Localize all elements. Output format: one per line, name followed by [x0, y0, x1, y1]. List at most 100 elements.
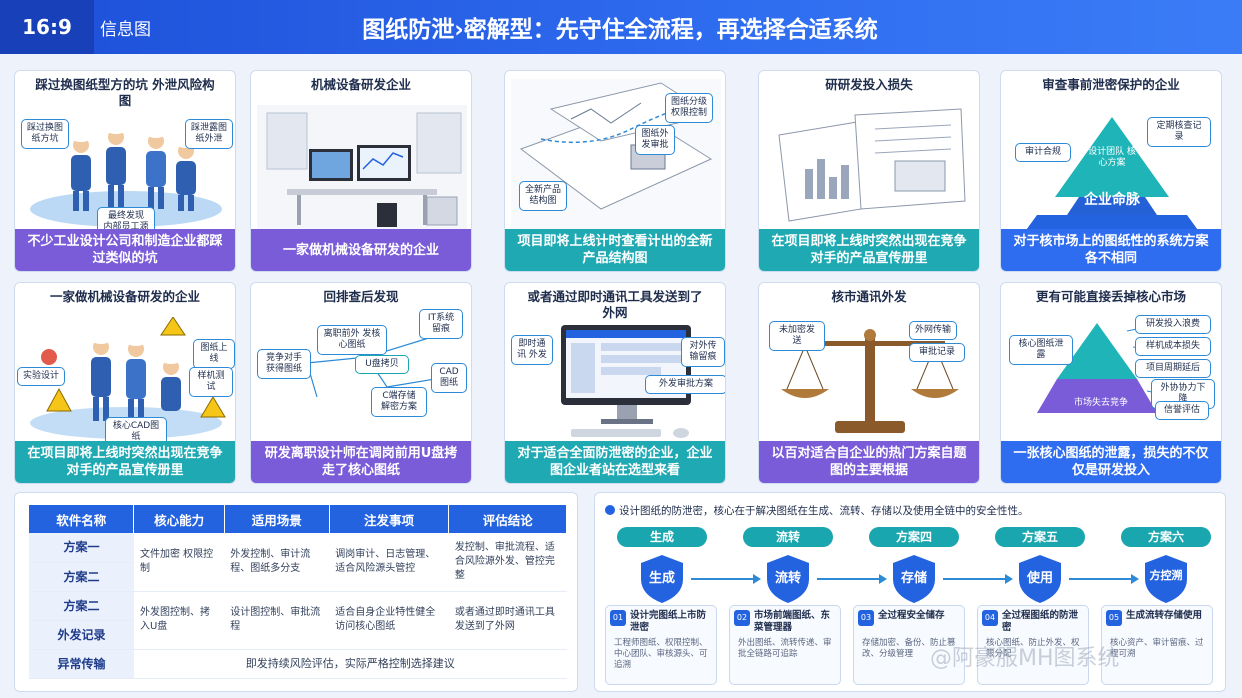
card-caption: 对于适合全面防泄密的企业，企业图企业者站在选型来看	[505, 441, 725, 483]
card-market-loss: 更有可能直接丢掉核心市场 研发投入浪费 样机成本损失 项目周期延后 外协协力下降…	[1000, 282, 1222, 484]
lifecycle-flow-panel: 设计图纸的防泄密，核心在于解决图纸在生成、流转、存储以及使用全链中的安全性性。 …	[594, 492, 1226, 692]
table-row: 方案二	[29, 562, 567, 592]
stage-number: 03	[858, 610, 874, 626]
risk-label: 踩泄露图 纸外泄	[185, 119, 233, 149]
table-cell: 适合自身企业特性健全访问核心图纸	[329, 591, 449, 650]
loss-label: 项目周期延后	[1135, 359, 1211, 378]
card-title: 审查事前泄密保护的企业	[1042, 77, 1180, 92]
stage-number: 05	[1106, 610, 1122, 626]
pyramid-base-text: 市场失去竞争	[1073, 398, 1128, 408]
pyramid-label: 审计合规	[1015, 143, 1071, 162]
card-caption: 一张核心图纸的泄露，损失的不仅仅是研发投入	[1001, 441, 1221, 483]
row-name: 方案二	[29, 562, 134, 592]
stage-number: 04	[982, 610, 998, 626]
stage-box-title: 全过程安全储存	[878, 610, 945, 621]
blueprint-label: 图纸分级 权限控制	[665, 93, 713, 123]
card-audit-company: 审查事前泄密保护的企业 定期核查记录 审计合规 设计团队 核心方案 企业命脉 对…	[1000, 70, 1222, 272]
network-label: IT系统 留痕	[419, 309, 463, 339]
shield-icon: 方控溯	[1143, 553, 1189, 605]
table-row: 异常传输 即发持续风险评估，实际严格控制选择建议	[29, 649, 567, 679]
blueprint-label: 图纸外 发审批	[635, 125, 675, 155]
card-title: 踩过换图纸型方的坑 外泄风险构图	[35, 77, 215, 108]
comparison-table: 软件名称 核心能力 适用场景 注发事项 评估结论 方案一 文件加密 权限控制 外…	[29, 505, 567, 679]
row-name: 外发记录	[29, 620, 134, 650]
stage-tab: 方案五	[995, 527, 1085, 547]
shield-icon: 使用	[1017, 553, 1063, 605]
column-header: 注发事项	[329, 505, 450, 533]
card-title: 研研发投入损失	[825, 77, 913, 92]
blueprint-label: 全新产品 结构图	[519, 181, 567, 211]
table-cell-merged: 即发持续风险评估，实际严格控制选择建议	[133, 649, 567, 679]
row-name: 方案一	[29, 533, 134, 563]
team-icon	[30, 126, 222, 227]
table-header-row: 软件名称 核心能力 适用场景 注发事项 评估结论	[29, 505, 567, 533]
page-title: 图纸防泄›密解型：先守住全流程，再选择合适系统	[362, 17, 878, 43]
card-title: 核市通讯外发	[831, 289, 907, 304]
im-label: 即时通讯 外发	[511, 335, 553, 365]
stage-number: 02	[734, 610, 750, 626]
loss-label: 研发投入浪费	[1135, 315, 1211, 334]
im-label: 外发审批方案	[645, 375, 725, 394]
worker-label: 图纸上线	[193, 339, 235, 369]
network-label: 离职前外 发核心图纸	[317, 325, 387, 355]
stage-box-body: 外出图纸、流转传递、审批全链路可追踪	[738, 638, 832, 659]
card-workers: 一家做机械设备研发的企业 实验设计 图纸上线 样机测试 核心CAD图纸 在项目即…	[14, 282, 236, 484]
header-bar: 16:9 信息图 图纸防泄›密解型：先守住全流程，再选择合适系统	[0, 0, 1242, 54]
loss-label: 核心图纸泄露	[1009, 335, 1073, 365]
card-title: 回排查后发现	[323, 289, 399, 304]
card-title: 机械设备研发企业	[310, 77, 411, 92]
column-header: 软件名称	[29, 505, 135, 533]
loss-label: 信誉评估	[1155, 401, 1209, 420]
column-header: 适用场景	[224, 505, 330, 533]
card-caption: 在项目即将上线时突然出现在竞争对手的产品宣传册里	[15, 441, 235, 483]
office-icon	[257, 105, 467, 229]
content-type-label: 信息图	[100, 19, 151, 40]
shield-label: 存储	[900, 571, 927, 586]
flow-intro-text: 设计图纸的防泄密，核心在于解决图纸在生成、流转、存储以及使用全链中的安全性性。	[619, 505, 1029, 517]
stage-tab: 流转	[743, 527, 833, 547]
table-cell: 发控制、审批流程、适合风险源外发、管控完整	[448, 533, 567, 592]
table-row: 方案二 外发图控制、拷入U盘 设计图控制、审批流程 适合自身企业特性健全访问核心…	[29, 591, 567, 650]
bullet-icon	[605, 505, 615, 515]
stage-box-body: 工程师图纸、权限控制、中心团队、审核源头、可追溯	[614, 638, 708, 670]
stage-detail-box: 03 全过程安全储存 存储加密、备份、防止篡改、分级管理	[853, 605, 965, 685]
stage-detail-box: 05 生成流转存储使用 核心资产、审计留痕、过程可溯	[1101, 605, 1213, 685]
card-caption: 以百对适合自企业的热门方案自题图的主要根据	[759, 441, 979, 483]
arrow-right-icon	[691, 574, 761, 584]
shield-label: 生成	[648, 571, 675, 586]
stage-detail-box: 04 全过程图纸的防泄密 核心图纸、防止外发、权限分配	[977, 605, 1089, 685]
table-cell: 外发控制、审计流程、图纸多分支	[224, 533, 330, 592]
table-row: 外发记录	[29, 620, 567, 650]
stage-box-body: 存储加密、备份、防止篡改、分级管理	[862, 638, 956, 659]
flow-intro: 设计图纸的防泄密，核心在于解决图纸在生成、流转、存储以及使用全链中的安全性性。	[605, 503, 1029, 518]
column-header: 核心能力	[133, 505, 225, 533]
shield-icon: 流转	[765, 553, 811, 605]
documents-icon	[778, 108, 966, 222]
card-caption: 研发离职设计师在调岗前用U盘拷走了核心图纸	[251, 441, 471, 483]
stage-box-title: 生成流转存储使用	[1126, 610, 1203, 621]
table-cell: 设计图控制、审批流程	[224, 591, 330, 650]
stage-number: 01	[610, 610, 626, 626]
card-title: 或者通过即时通讯工具发送到了外网	[527, 289, 703, 320]
worker-label: 样机测试	[189, 367, 233, 397]
network-label: CAD图纸	[431, 363, 467, 393]
loss-label: 样机成本损失	[1135, 337, 1211, 356]
stage-box-title: 市场前端图纸、东菜管理器	[754, 610, 831, 633]
stage-box-title: 全过程图纸的防泄密	[1002, 610, 1079, 633]
column-header: 评估结论	[448, 505, 567, 533]
stage-tab: 方案四	[869, 527, 959, 547]
pyramid-icon	[1026, 117, 1198, 229]
table-cell: 外发图控制、拷入U盘	[133, 591, 225, 650]
shield-label: 使用	[1026, 571, 1053, 586]
scale-label: 外网传输	[909, 321, 957, 340]
shield-label: 方控溯	[1149, 569, 1183, 582]
table-cell: 调岗审计、日志管理、适合风险源头管控	[329, 533, 449, 592]
shield-icon: 存储	[891, 553, 937, 605]
card-team-risk: 踩过换图纸型方的坑 外泄风险构图 踩过换图 纸方坑 踩泄露图 纸外泄 最终发现 …	[14, 70, 236, 272]
comparison-table-panel: 软件名称 核心能力 适用场景 注发事项 评估结论 方案一 文件加密 权限控制 外…	[14, 492, 578, 692]
card-rd-loss: 研研发投入损失 在项目即将上线时突然出现在竞争对手的产品宣传册里	[758, 70, 980, 272]
stage-box-body: 核心图纸、防止外发、权限分配	[986, 638, 1080, 659]
stage-detail-box: 02 市场前端图纸、东菜管理器 外出图纸、流转传递、审批全链路可追踪	[729, 605, 841, 685]
stage-box-title: 设计完图纸上市防泄密	[630, 610, 707, 633]
risk-label: 踩过换图 纸方坑	[21, 119, 69, 149]
